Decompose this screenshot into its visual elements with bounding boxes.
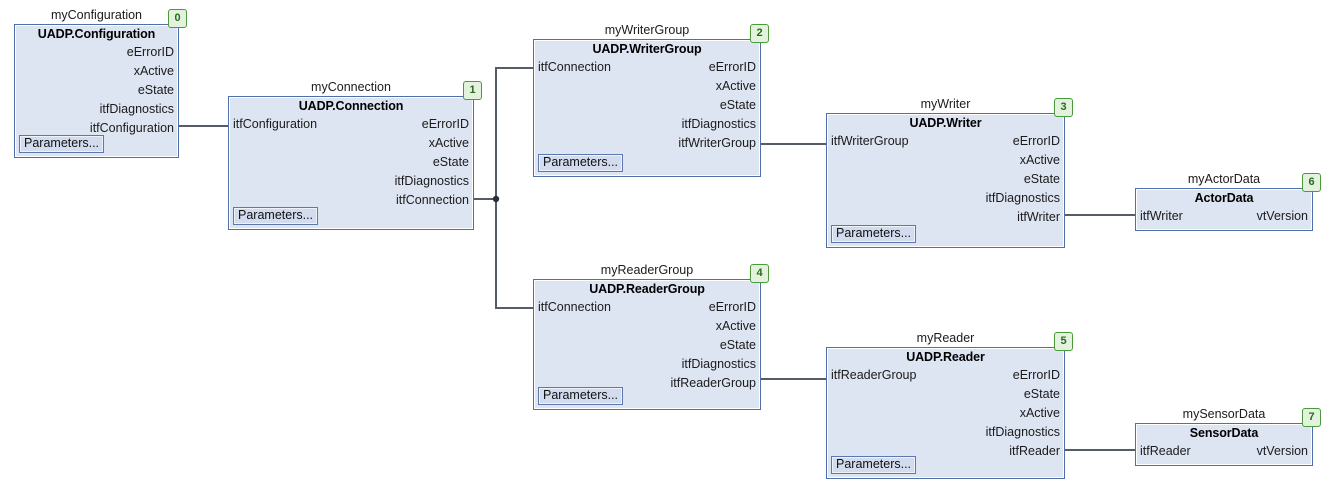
output-port-eErrorID[interactable]: eErrorID — [1012, 134, 1060, 148]
block-instance-name: myWriter — [920, 97, 971, 111]
output-port-eErrorID[interactable]: eErrorID — [126, 45, 174, 59]
parameters-button[interactable]: Parameters... — [538, 387, 624, 405]
output-port-eState[interactable]: eState — [719, 338, 756, 352]
block-ports: itfReader vtVersion — [1136, 441, 1312, 462]
block-index-badge: 2 — [750, 24, 769, 43]
block-index-badge: 1 — [463, 81, 482, 100]
output-port-vtVersion[interactable]: vtVersion — [1256, 444, 1308, 458]
output-port-itfReader[interactable]: itfReader — [1009, 444, 1060, 458]
block-index-badge: 5 — [1054, 332, 1073, 351]
output-port-itfDiagnostics[interactable]: itfDiagnostics — [681, 117, 756, 131]
block-ports: itfConnection eErrorID xActive eState itfDia… — [534, 297, 760, 406]
block-type-name: UADP.WriterGroup — [592, 42, 702, 56]
input-port-itfConfiguration[interactable]: itfConfiguration — [233, 117, 318, 131]
output-port-itfDiagnostics[interactable]: itfDiagnostics — [985, 425, 1060, 439]
output-port-itfDiagnostics[interactable]: itfDiagnostics — [681, 357, 756, 371]
output-port-itfWriterGroup[interactable]: itfWriterGroup — [678, 136, 756, 150]
output-port-eErrorID[interactable]: eErrorID — [421, 117, 469, 131]
input-port-itfWriter[interactable]: itfWriter — [1140, 209, 1183, 223]
block-type-name: UADP.Configuration — [37, 27, 156, 41]
output-port-itfDiagnostics[interactable]: itfDiagnostics — [394, 174, 469, 188]
output-port-eState[interactable]: eState — [137, 83, 174, 97]
block-instance-name: mySensorData — [1182, 407, 1266, 421]
block-index-badge: 3 — [1054, 98, 1073, 117]
input-port-itfReader[interactable]: itfReader — [1140, 444, 1191, 458]
block-instance-name: myConnection — [311, 80, 391, 94]
output-port-itfDiagnostics[interactable]: itfDiagnostics — [985, 191, 1060, 205]
parameters-button[interactable]: Parameters... — [831, 225, 917, 243]
block-type-name: UADP.Writer — [909, 116, 982, 130]
parameters-button[interactable]: Parameters... — [233, 207, 319, 225]
parameters-button[interactable]: Parameters... — [19, 135, 105, 153]
block-index-badge: 7 — [1302, 408, 1321, 427]
block-instance-name: myReaderGroup — [600, 263, 694, 277]
wire-junction-dot — [492, 195, 500, 203]
output-port-xActive[interactable]: xActive — [1019, 153, 1060, 167]
block-index-badge: 4 — [750, 264, 769, 283]
output-port-vtVersion[interactable]: vtVersion — [1256, 209, 1308, 223]
block-index-badge: 0 — [168, 9, 187, 28]
block-instance-name: myActorData — [1187, 172, 1261, 186]
output-port-eErrorID[interactable]: eErrorID — [708, 60, 756, 74]
block-instance-name: myReader — [916, 331, 975, 345]
output-port-xActive[interactable]: xActive — [715, 79, 756, 93]
block-type-name: UADP.Reader — [906, 350, 985, 364]
output-port-eState[interactable]: eState — [432, 155, 469, 169]
block-index-badge: 6 — [1302, 173, 1321, 192]
output-port-eState[interactable]: eState — [1023, 172, 1060, 186]
parameters-button[interactable]: Parameters... — [831, 456, 917, 474]
block-ports: eErrorID xActive eState itfDiagnostics itfCo… — [15, 42, 178, 154]
block-type-name: ActorData — [1194, 191, 1254, 205]
output-port-eState[interactable]: eState — [1023, 387, 1060, 401]
block-ports: itfReaderGroup eErrorID eState xActive itfDi… — [827, 365, 1064, 475]
wire-connection-to-writergroup — [474, 67, 533, 200]
output-port-xActive[interactable]: xActive — [715, 319, 756, 333]
output-port-xActive[interactable]: xActive — [1019, 406, 1060, 420]
output-port-itfReaderGroup[interactable]: itfReaderGroup — [670, 376, 756, 390]
output-port-itfWriter[interactable]: itfWriter — [1017, 210, 1060, 224]
input-port-itfConnection[interactable]: itfConnection — [538, 60, 611, 74]
output-port-xActive[interactable]: xActive — [133, 64, 174, 78]
block-instance-name: myWriterGroup — [604, 23, 690, 37]
block-ports: itfWriter vtVersion — [1136, 206, 1312, 227]
parameters-button[interactable]: Parameters... — [538, 154, 624, 172]
block-ports: itfConfiguration eErrorID xActive eState itf… — [229, 114, 473, 226]
output-port-eErrorID[interactable]: eErrorID — [1012, 368, 1060, 382]
wire-connection-to-readergroup — [495, 199, 533, 309]
output-port-itfDiagnostics[interactable]: itfDiagnostics — [99, 102, 174, 116]
block-type-name: UADP.ReaderGroup — [589, 282, 705, 296]
block-instance-name: myConfiguration — [50, 8, 142, 22]
block-ports: itfConnection eErrorID xActive eState itfDia… — [534, 57, 760, 173]
output-port-itfConfiguration[interactable]: itfConfiguration — [89, 121, 174, 135]
block-type-name: UADP.Connection — [298, 99, 404, 113]
input-port-itfConnection[interactable]: itfConnection — [538, 300, 611, 314]
input-port-itfReaderGroup[interactable]: itfReaderGroup — [831, 368, 917, 382]
input-port-itfWriterGroup[interactable]: itfWriterGroup — [831, 134, 909, 148]
output-port-xActive[interactable]: xActive — [428, 136, 469, 150]
output-port-itfConnection[interactable]: itfConnection — [396, 193, 469, 207]
block-ports: itfWriterGroup eErrorID xActive eState itfDi… — [827, 131, 1064, 244]
output-port-eState[interactable]: eState — [719, 98, 756, 112]
output-port-eErrorID[interactable]: eErrorID — [708, 300, 756, 314]
block-type-name: SensorData — [1189, 426, 1259, 440]
